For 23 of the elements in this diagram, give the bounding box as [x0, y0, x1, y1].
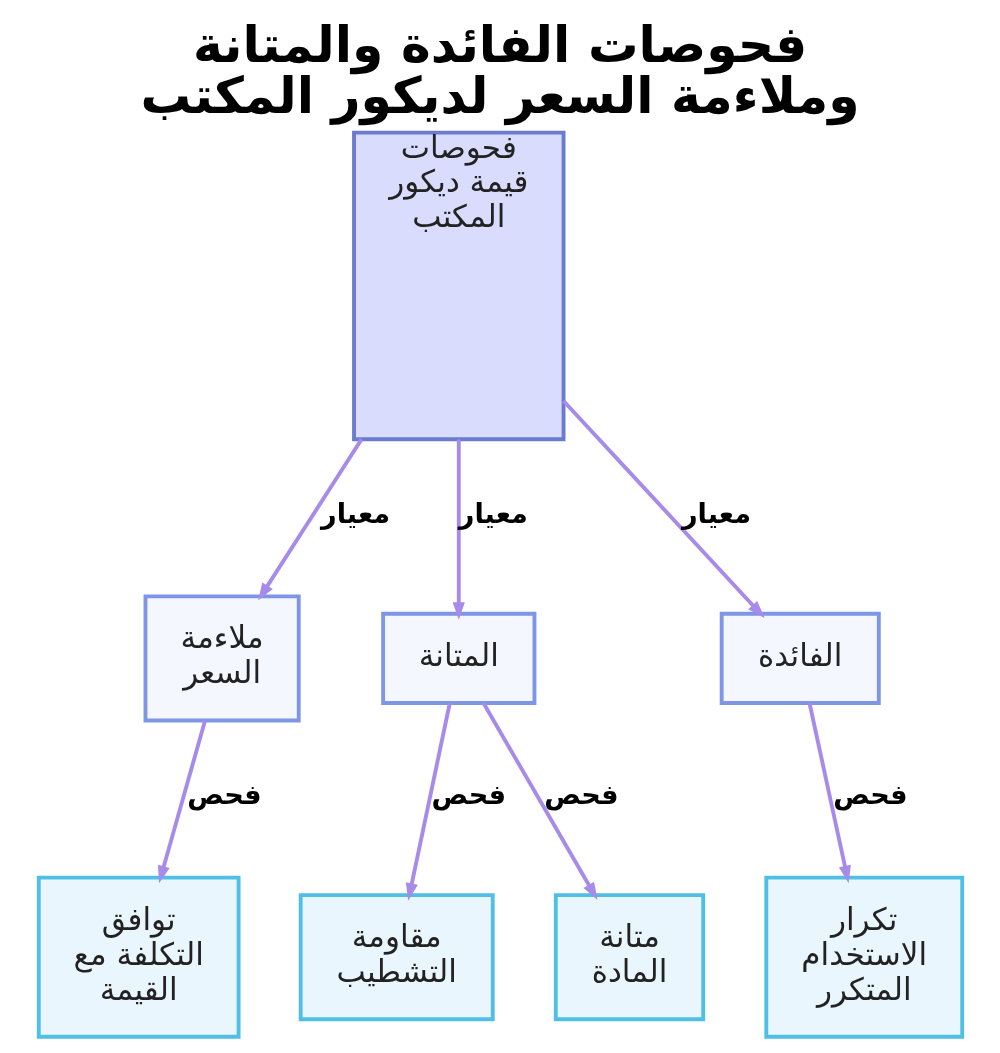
arrow: [257, 438, 363, 601]
edge-label: فحص: [543, 779, 619, 811]
edge-label: معيار: [458, 498, 528, 530]
arrow: [405, 702, 452, 901]
edge-label: فحص: [431, 779, 506, 811]
node-box: المتانة: [380, 611, 536, 705]
edge-label: معيار: [320, 498, 390, 530]
arrow: [807, 702, 851, 884]
edge-label: فحص: [832, 779, 908, 811]
arrow: [452, 439, 465, 620]
node-box: ملاءمة السعر: [143, 594, 301, 723]
diagram-title: فحوصات الفائدة والمتانة وملاءمة السعر لديكور المكتب: [140, 15, 860, 125]
arrow: [157, 720, 207, 884]
edge-label: فحص: [186, 779, 262, 811]
edge-label: معيار: [681, 498, 751, 530]
node-box: تكرار الاستخدام المتكرر: [763, 875, 964, 1039]
node-box: الفائدة: [719, 611, 881, 705]
node-box: توافق التكلفة مع القيمة: [36, 875, 241, 1039]
arrow: [561, 399, 765, 619]
node-box: فحوصات قيمة ديكور المكتب: [351, 130, 565, 442]
node-box: متانة المادة: [553, 893, 705, 1022]
node-box: مقاومة التشطيب: [298, 893, 495, 1022]
arrow: [481, 702, 598, 900]
